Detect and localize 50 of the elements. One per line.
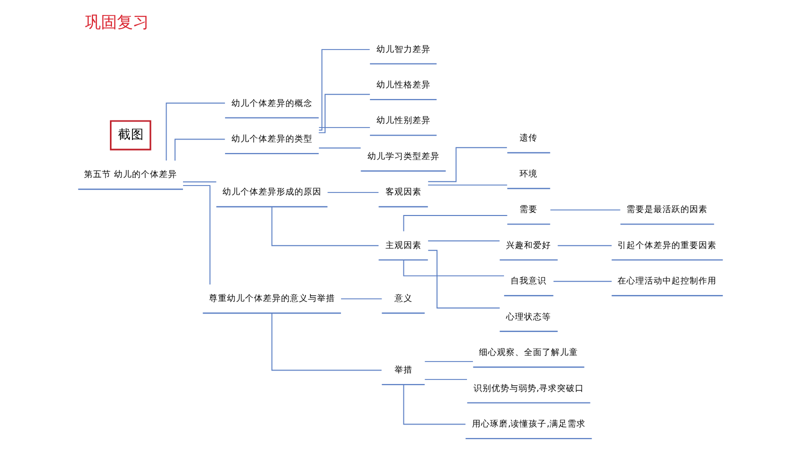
connector — [270, 206, 379, 246]
node-text: 幼儿学习类型差异 — [366, 152, 439, 162]
connector — [340, 298, 382, 300]
node-text: 自我意识 — [510, 276, 546, 287]
node-text: 举措 — [394, 366, 412, 376]
node-text: 主观因素 — [384, 240, 421, 251]
connector — [402, 215, 508, 232]
connector — [427, 250, 500, 308]
node-text: 环境 — [519, 169, 538, 180]
connector — [318, 94, 370, 134]
node-text: 幼儿个体差异形成的原因 — [222, 188, 321, 198]
node-text: 心理状态等 — [506, 312, 551, 322]
connector — [427, 240, 500, 242]
node-text: 幼儿个体差异的类型 — [230, 134, 312, 144]
connector — [424, 361, 473, 362]
node-text: 幼儿性格差异 — [376, 80, 430, 90]
node-text: 兴趣和爱好 — [506, 240, 551, 251]
connector — [552, 280, 612, 282]
node-text: 需要 — [519, 205, 538, 216]
node-text: 在心理活动中起控制作用 — [617, 276, 716, 287]
node-text: 识别优势与弱势,寻求突破口 — [472, 384, 584, 394]
connector — [424, 378, 467, 380]
connector — [182, 181, 216, 182]
connector — [165, 102, 225, 161]
connector — [427, 147, 507, 182]
node-text: 幼儿性别差异 — [376, 116, 430, 126]
connector — [549, 209, 620, 210]
node-text: 尊重幼儿个体差异的意义与举措 — [208, 294, 334, 304]
connector — [318, 127, 370, 128]
node-text: 幼儿个体差异的概念 — [230, 98, 312, 109]
node-text: 遗传 — [519, 134, 538, 144]
node-text: 意义 — [394, 294, 412, 304]
connector — [402, 260, 504, 276]
diagram-title: 巩固复习 — [84, 12, 149, 32]
node-text: 用心琢磨,读懂孩子,满足需求 — [471, 419, 585, 430]
node-text: 引起个体差异的重要因素 — [617, 240, 716, 251]
connector — [182, 185, 210, 285]
node-text: 第五节 幼儿的个体差异 — [84, 170, 176, 180]
node-text: 细心观察、全面了解儿童 — [478, 348, 578, 358]
node-text: 幼儿智力差异 — [376, 44, 430, 55]
node-text: 客观因素 — [384, 188, 421, 198]
connector — [318, 49, 370, 131]
connector — [556, 245, 612, 246]
connector — [174, 138, 225, 162]
connector — [402, 384, 466, 425]
node-text: 需要是最活跃的因素 — [626, 205, 708, 216]
connector — [326, 192, 379, 193]
label: 截图 — [117, 126, 144, 142]
connector — [427, 184, 508, 186]
connector — [270, 312, 382, 371]
